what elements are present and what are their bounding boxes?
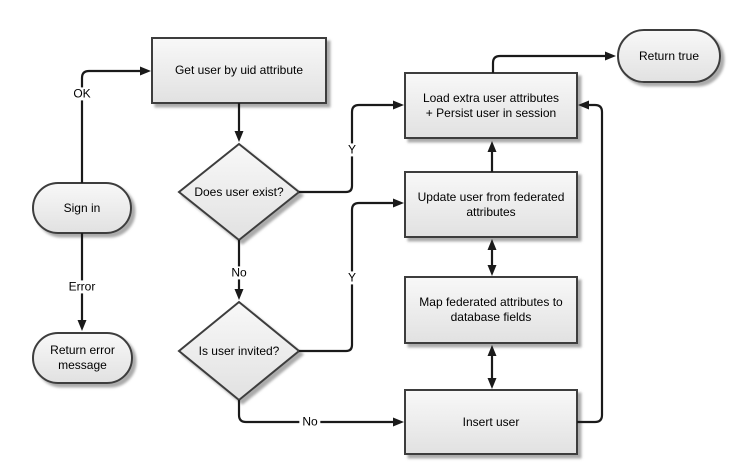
return-error-terminator-shape [32,332,133,384]
edge-label-exist-yes: Y [344,143,360,157]
arrowhead-loadextra-right [578,100,589,110]
get-user-box-shape [151,37,327,104]
sign-in-terminator-shape [32,182,132,234]
arrowhead-mapfed-bottom [487,345,497,356]
arrowhead-insertuser-top [487,378,497,389]
arrowhead-mapfed-top [487,265,497,276]
arrowhead-loadextra-left [393,100,404,110]
edge-label-invited-no: No [299,415,321,429]
edge-insertuser-to-loadextra-loop [577,103,604,424]
edge-isinvited-no-to-insertuser [237,400,393,424]
insert-user-box-shape [404,389,578,455]
edge-label-exist-no: No [228,266,250,280]
edge-label-invited-yes: Y [344,271,360,285]
arrowhead-returnerror [77,320,87,331]
edge-signin-to-getuser [80,69,140,183]
load-extra-box-shape [404,72,578,139]
arrowhead-returntrue [605,51,616,61]
does-user-exist-diamond-shape [177,142,301,242]
edge-label-ok: OK [70,87,94,101]
edge-label-error: Error [65,280,99,294]
edge-loadextra-to-returntrue [491,54,605,73]
arrowhead-getuser [140,66,151,76]
arrowhead-updateuser-left [393,198,404,208]
arrowhead-isinvited [234,289,244,300]
arrowhead-doesexist [234,131,244,142]
is-user-invited-diamond-shape [177,300,301,402]
arrowhead-insertuser-left [393,417,404,427]
map-federated-box-shape [404,276,578,344]
arrowhead-loadextra-bottom [487,141,497,152]
return-true-terminator-shape [617,29,721,83]
update-user-box-shape [404,171,578,238]
arrowhead-updateuser-bottom [487,239,497,250]
